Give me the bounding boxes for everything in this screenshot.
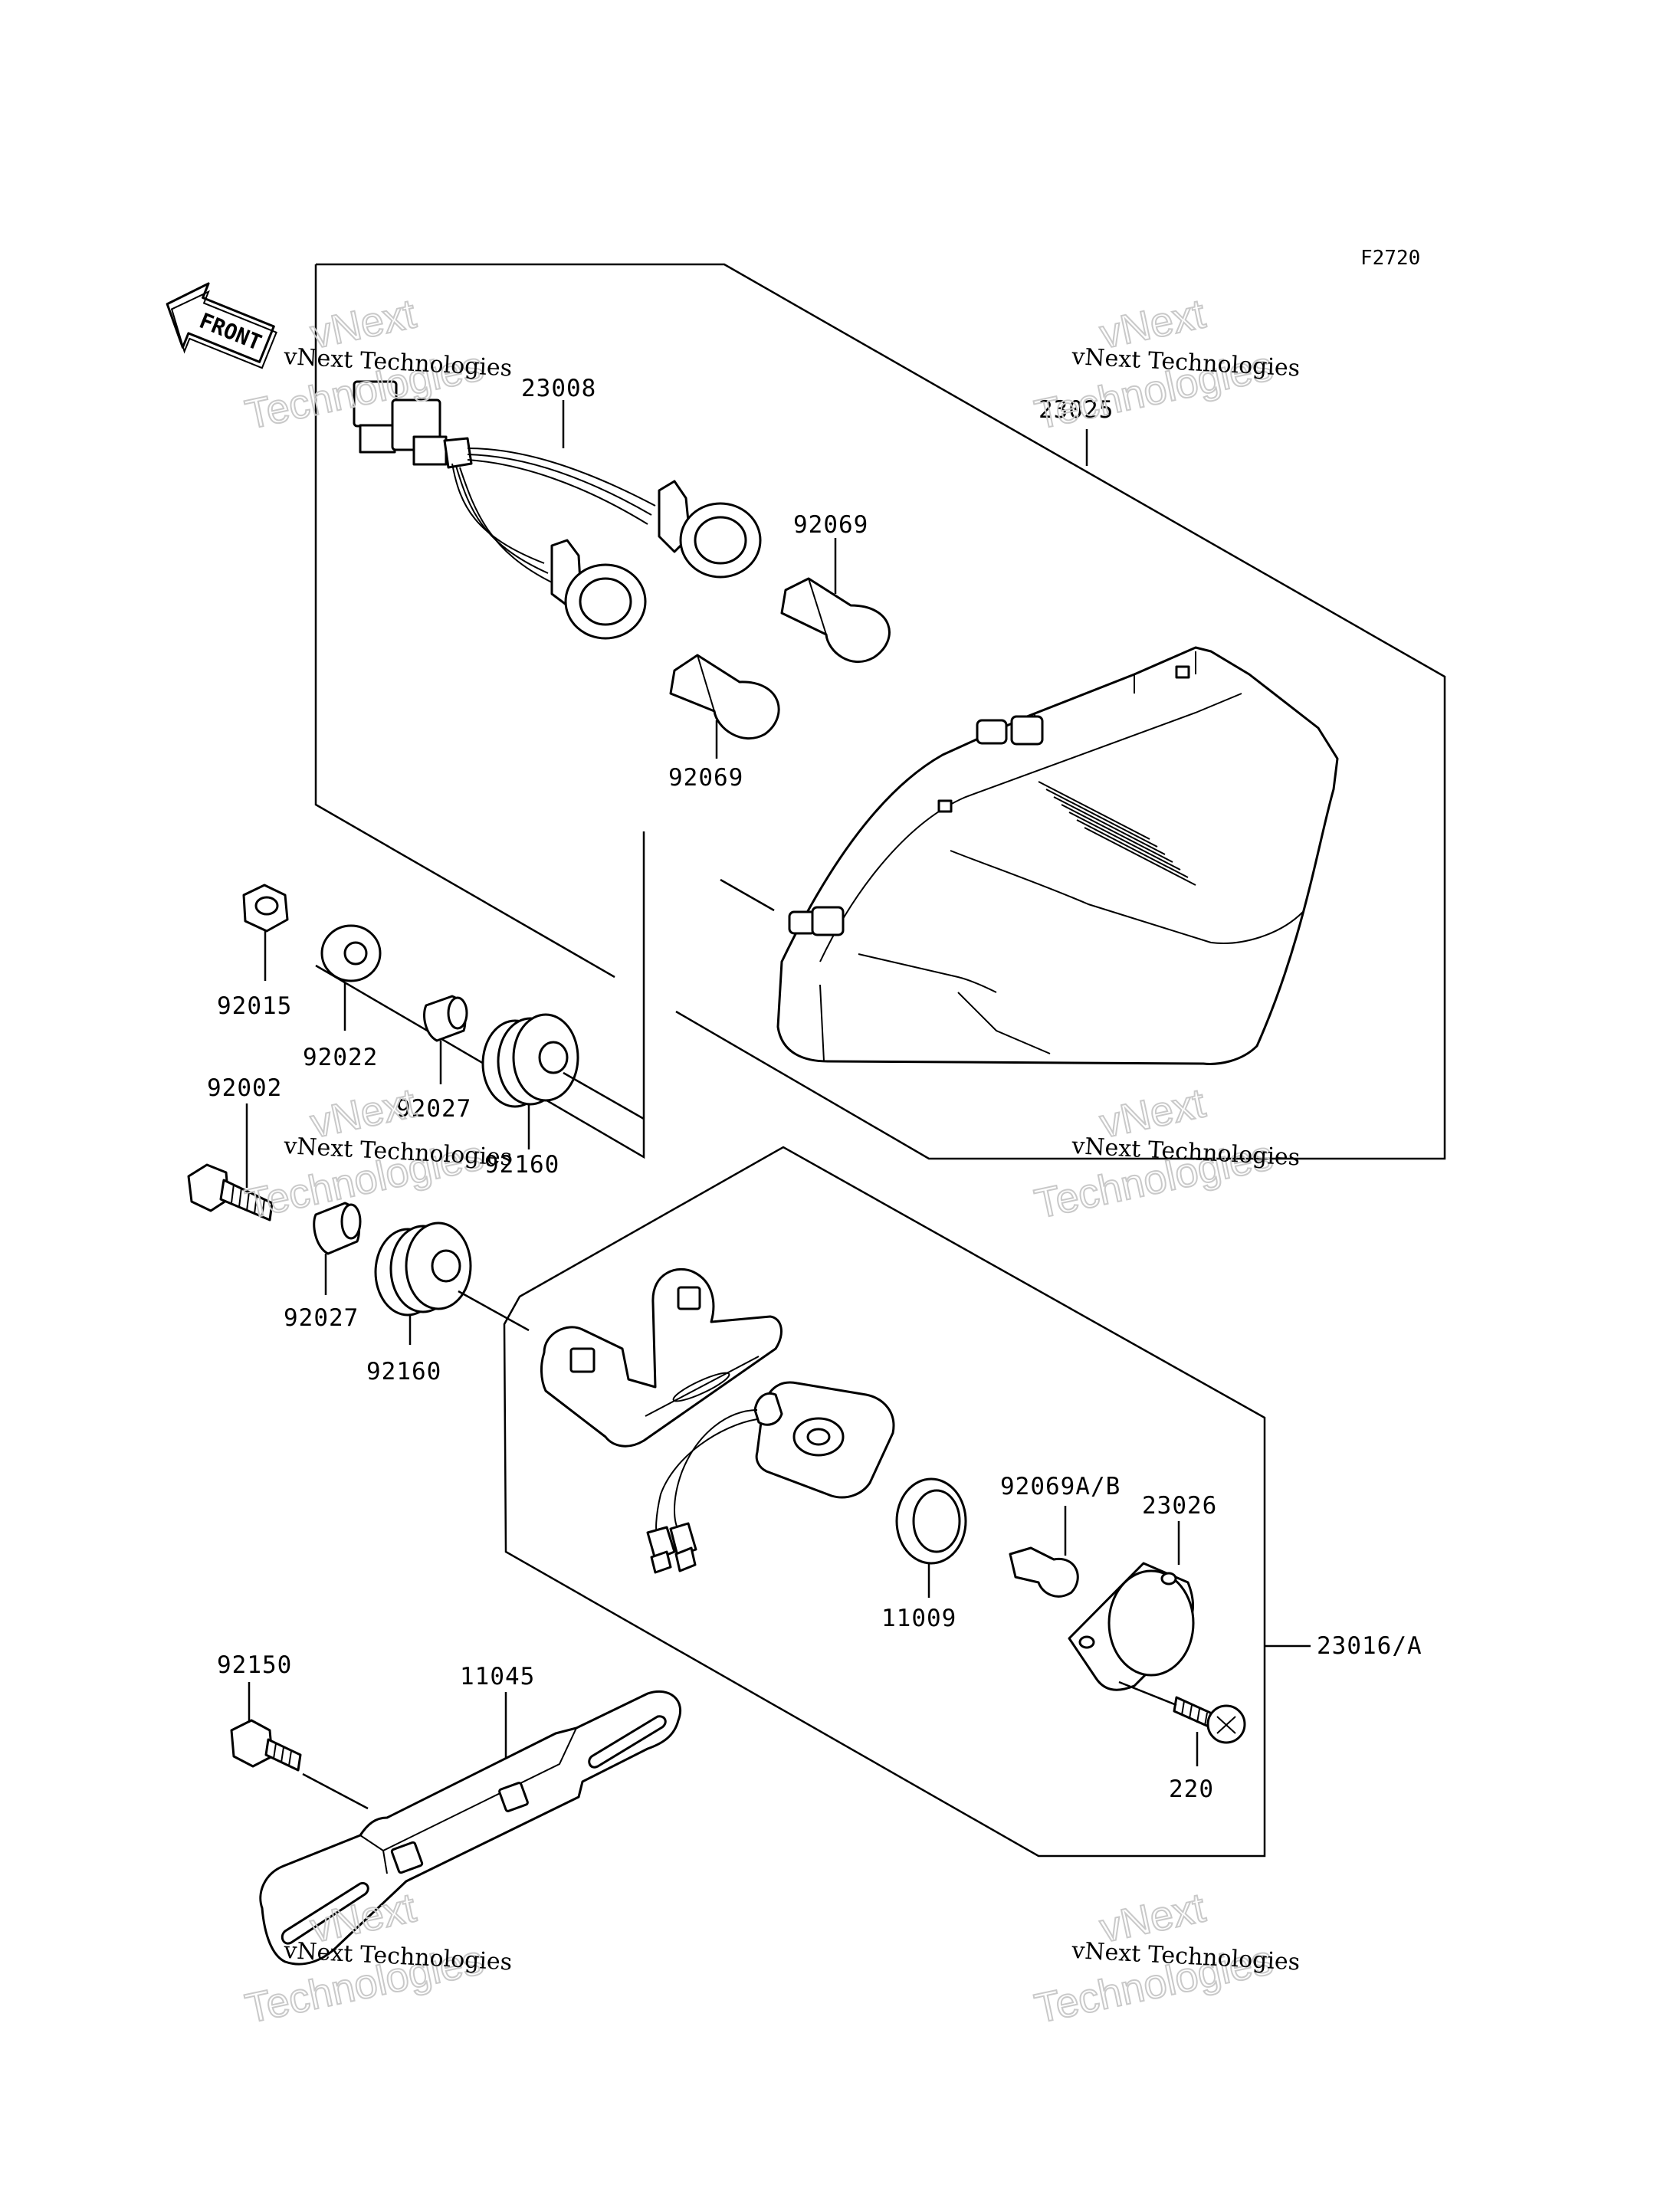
callout-92160-upper: 92160 — [484, 1151, 559, 1179]
callout-23025: 23025 — [1039, 396, 1114, 424]
callout-92160-lower: 92160 — [366, 1358, 441, 1385]
gasket-11009 — [895, 1477, 967, 1598]
callout-92150: 92150 — [217, 1651, 292, 1679]
leader-grommet-lower — [458, 1290, 530, 1332]
callout-92027-lower: 92027 — [284, 1304, 359, 1332]
callout-11009: 11009 — [881, 1605, 956, 1632]
front-arrow-icon: FRONT — [166, 282, 277, 369]
nut-92015 — [242, 884, 289, 981]
wiring-harness-23008 — [353, 380, 762, 640]
license-light-bracket — [540, 1267, 783, 1448]
callout-92069ab: 92069A/B — [1000, 1473, 1121, 1500]
callout-11045: 11045 — [460, 1663, 535, 1690]
license-lens-23026 — [1068, 1521, 1195, 1691]
callout-92002: 92002 — [207, 1074, 282, 1102]
license-light-socket — [646, 1381, 895, 1574]
grommet-92160-upper — [481, 1013, 579, 1149]
callout-23008: 23008 — [521, 375, 596, 402]
washer-92022 — [320, 924, 382, 1031]
grommet-92160-lower — [374, 1221, 472, 1345]
callout-23016a: 23016/A — [1317, 1632, 1422, 1660]
license-bracket-11045 — [259, 1690, 682, 1966]
callout-23026: 23026 — [1142, 1492, 1217, 1520]
leader-lens — [720, 878, 775, 912]
screw-220 — [1118, 1681, 1246, 1766]
bulb-92069ab — [1009, 1506, 1079, 1598]
callout-92015: 92015 — [217, 992, 292, 1020]
callout-220: 220 — [1169, 1776, 1214, 1803]
tail-light-assembly-outline — [314, 263, 1446, 1160]
callout-92069-lower: 92069 — [668, 764, 743, 792]
watermark-mid-right: vNext Technologies vNext Technologies — [1030, 1079, 1301, 1228]
watermark-mid-left: vNext Technologies vNext Technologies — [241, 1079, 513, 1228]
bulb-92069-lower — [669, 654, 780, 759]
collar-92027-upper — [423, 995, 468, 1084]
bolt-92150 — [230, 1682, 369, 1810]
bulb-92069-upper — [780, 538, 891, 664]
callout-92069-upper: 92069 — [793, 511, 868, 539]
watermark-bottom-right: vNext Technologies vNext Technologies — [1030, 1884, 1301, 2032]
diagram-code: F2720 — [1360, 247, 1420, 270]
callout-92022: 92022 — [303, 1044, 378, 1071]
license-light-assembly-outline — [503, 1146, 1266, 1858]
tail-light-lens-23025 — [776, 646, 1339, 1065]
bolt-92002 — [187, 1103, 274, 1221]
leader-grommet-upper — [563, 1071, 645, 1120]
callout-92027-upper: 92027 — [396, 1095, 471, 1123]
collar-92027-lower — [313, 1202, 362, 1295]
watermark-top-right: vNext Technologies vNext Technologies — [1030, 290, 1301, 438]
